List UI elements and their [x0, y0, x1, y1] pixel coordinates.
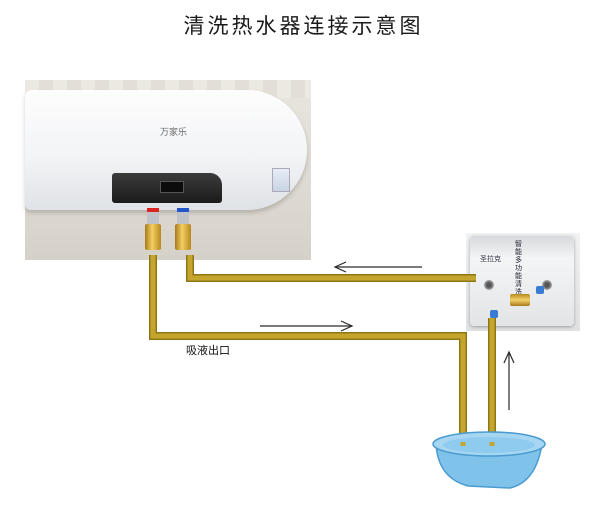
brass-fitting-left [145, 224, 161, 250]
brass-fitting-right [175, 224, 191, 250]
heater-control-panel [112, 173, 222, 203]
machine-logo: 圣拉克 [480, 255, 501, 263]
page-title: 清洗热水器连接示意图 [183, 14, 424, 38]
suction-outlet-label: 吸液出口 [186, 344, 230, 357]
machine-port-left [484, 280, 494, 290]
machine-port-right [542, 280, 552, 290]
arrow-up-icon [503, 350, 515, 410]
outlet-hose [150, 255, 466, 446]
cleaning-machine-photo: 圣拉克 智能多功能清洗机 [466, 233, 580, 331]
water-heater: 万家乐 [25, 90, 307, 210]
cleaning-machine: 圣拉克 智能多功能清洗机 [470, 236, 574, 326]
heater-brand-logo: 万家乐 [160, 128, 188, 138]
arrow-left-icon [333, 261, 422, 273]
cold-water-inlet [177, 208, 189, 228]
blue-connector-left [490, 310, 498, 318]
arrow-right-icon [260, 320, 354, 332]
energy-label [272, 168, 290, 192]
hot-water-outlet [147, 208, 159, 228]
heater-display [160, 181, 184, 193]
blue-connector-right [536, 286, 544, 294]
basin [432, 431, 546, 489]
return-hose [187, 255, 476, 281]
brass-valve [510, 294, 530, 306]
water-heater-photo: 万家乐 [25, 80, 311, 260]
return-hose-outline [186, 255, 476, 282]
